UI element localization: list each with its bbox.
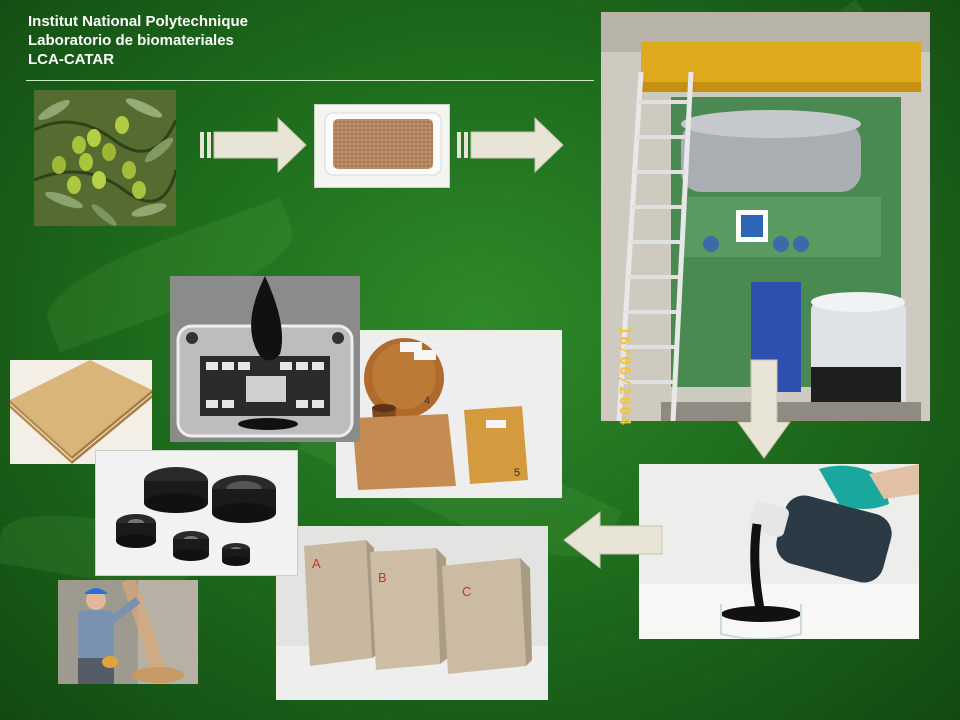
ground-pits-dish-photo [314,104,450,188]
plywood-boards-photo [10,360,152,464]
block-label-c: C [462,584,471,599]
olives-photo [34,90,176,226]
down-arrow [737,359,791,459]
resin-blocks-photo: A B C [276,526,548,700]
right-arrow [457,116,564,174]
composite-plates-photo: 4 5 [336,330,562,498]
block-label-b: B [378,570,387,585]
slide-header: Institut National Polytechnique Laborato… [28,12,248,69]
institution-name: Institut National Polytechnique [28,13,249,30]
photo-date-stamp: 16/06/2004 [616,326,634,426]
pouring-bio-oil-photo [639,464,919,639]
molded-rubber-parts-photo [95,450,298,576]
left-arrow [563,510,663,570]
right-arrow [200,116,307,174]
plate-label-5: 5 [514,467,520,479]
block-label-a: A [312,556,321,571]
header-divider [26,80,594,81]
laboratory-name: Laboratorio de biomateriales [28,32,234,49]
plate-label-4: 4 [424,395,430,407]
photo-date-stamp-text: 16/06/2004 [616,326,634,427]
factory-worker-photo [58,580,198,684]
resin-drop-circuit-photo [170,276,360,442]
reactor-plant-photo [601,12,930,421]
lab-code: LCA-CATAR [28,51,115,68]
